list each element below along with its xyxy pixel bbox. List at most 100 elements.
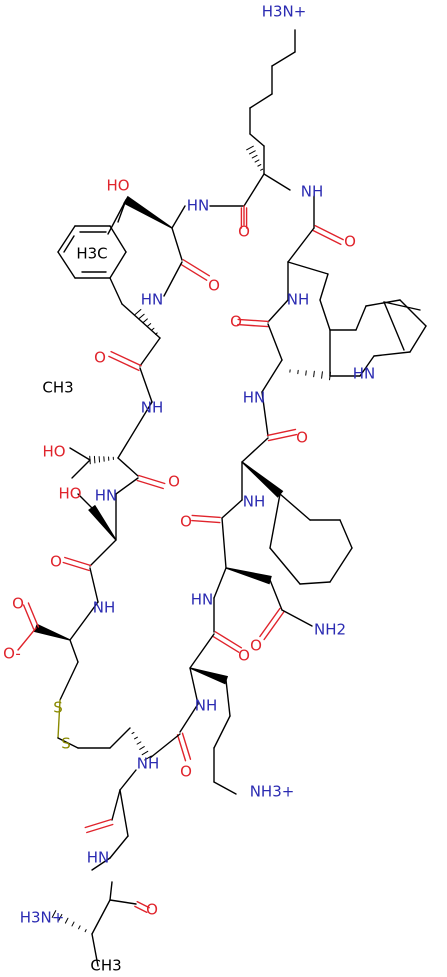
bond	[355, 305, 367, 331]
bond	[163, 261, 183, 297]
atom-label-ch3-thr-top: H3C	[76, 245, 107, 263]
bond	[267, 433, 298, 442]
atom-label-nh-1: NH	[301, 183, 324, 201]
bond	[71, 459, 91, 479]
bond	[117, 401, 153, 459]
bond	[17, 627, 37, 651]
bond	[89, 567, 99, 603]
bond	[329, 547, 353, 583]
bond	[179, 263, 208, 281]
bond	[246, 145, 254, 151]
bond	[146, 323, 152, 327]
atom-label-o-5: O	[94, 349, 106, 367]
atom-label-o-11: O	[250, 637, 262, 655]
bond	[71, 921, 75, 927]
bond	[27, 602, 40, 628]
bond	[383, 301, 405, 351]
bond	[139, 367, 153, 403]
bond	[260, 168, 264, 171]
bond	[314, 224, 344, 241]
bond	[149, 733, 181, 759]
bond	[266, 428, 297, 437]
bond	[136, 900, 150, 909]
bond	[249, 133, 265, 147]
bond	[191, 514, 221, 519]
atom-label-hn-1: HN	[187, 197, 210, 215]
bond	[213, 781, 237, 795]
atom-label-o-8: O	[180, 513, 192, 531]
atom-label-o-3: O	[208, 277, 220, 295]
bond	[263, 610, 285, 641]
bond	[213, 567, 227, 599]
bond	[225, 679, 231, 717]
bond	[86, 823, 114, 834]
bond	[305, 370, 307, 376]
bond	[134, 736, 138, 740]
bond	[84, 929, 87, 933]
bond	[63, 235, 75, 253]
wedge-bond	[123, 195, 173, 229]
bond	[261, 391, 269, 437]
bond	[171, 205, 186, 229]
atom-label-nh3-lys-bottom: NH3+	[250, 783, 295, 801]
bond	[321, 371, 323, 379]
bond	[383, 301, 421, 311]
atom-label-nh-2: NH	[287, 291, 310, 309]
wedge-bond	[33, 623, 71, 641]
bond	[138, 313, 145, 319]
bond	[111, 789, 121, 821]
bond	[91, 899, 111, 935]
bond	[365, 299, 401, 307]
bond	[248, 150, 256, 155]
bond	[138, 474, 166, 485]
bond	[134, 905, 148, 914]
bond	[57, 737, 79, 749]
bond	[59, 661, 79, 701]
bond	[269, 493, 281, 549]
atom-label-hn-3: HN	[353, 365, 376, 383]
atom-label-o-7: O	[168, 473, 180, 491]
bond	[279, 493, 311, 521]
atom-label-o-10: O	[12, 595, 24, 613]
atom-label-o-2: O	[344, 233, 356, 251]
bond	[109, 225, 127, 253]
bond	[84, 818, 112, 829]
bond	[91, 857, 111, 871]
bond	[109, 899, 137, 905]
bond	[287, 261, 329, 275]
bond	[109, 727, 131, 749]
atom-label-s-1: S	[53, 699, 63, 717]
bond	[181, 732, 192, 760]
bond	[121, 303, 161, 339]
bond	[110, 350, 142, 367]
bond	[409, 325, 427, 353]
bond	[399, 299, 427, 327]
atom-label-hn-2: HN	[141, 291, 164, 309]
bond	[119, 769, 137, 791]
bond	[64, 556, 92, 567]
bond	[51, 910, 57, 918]
bond	[142, 318, 148, 323]
bond	[179, 703, 199, 733]
bond	[62, 561, 90, 572]
atom-label-oh-thr-top: HO	[106, 177, 129, 195]
bond	[77, 493, 93, 509]
atom-label-o-9: O	[50, 553, 62, 571]
bond	[109, 881, 113, 901]
bond	[69, 639, 79, 663]
bond	[319, 273, 329, 301]
atom-label-oh-ser: HO	[58, 485, 81, 503]
bond	[249, 93, 273, 109]
bond	[373, 351, 411, 357]
bond	[359, 355, 375, 377]
bond	[69, 447, 91, 461]
bond	[257, 164, 262, 167]
bond	[221, 517, 227, 569]
atom-label-nh-4: NH	[243, 493, 266, 511]
bond	[339, 519, 353, 549]
bond	[171, 227, 183, 261]
atom-label-nh-6: NH	[195, 697, 218, 715]
bond	[64, 917, 69, 924]
bond	[134, 309, 142, 315]
bond	[243, 173, 265, 207]
